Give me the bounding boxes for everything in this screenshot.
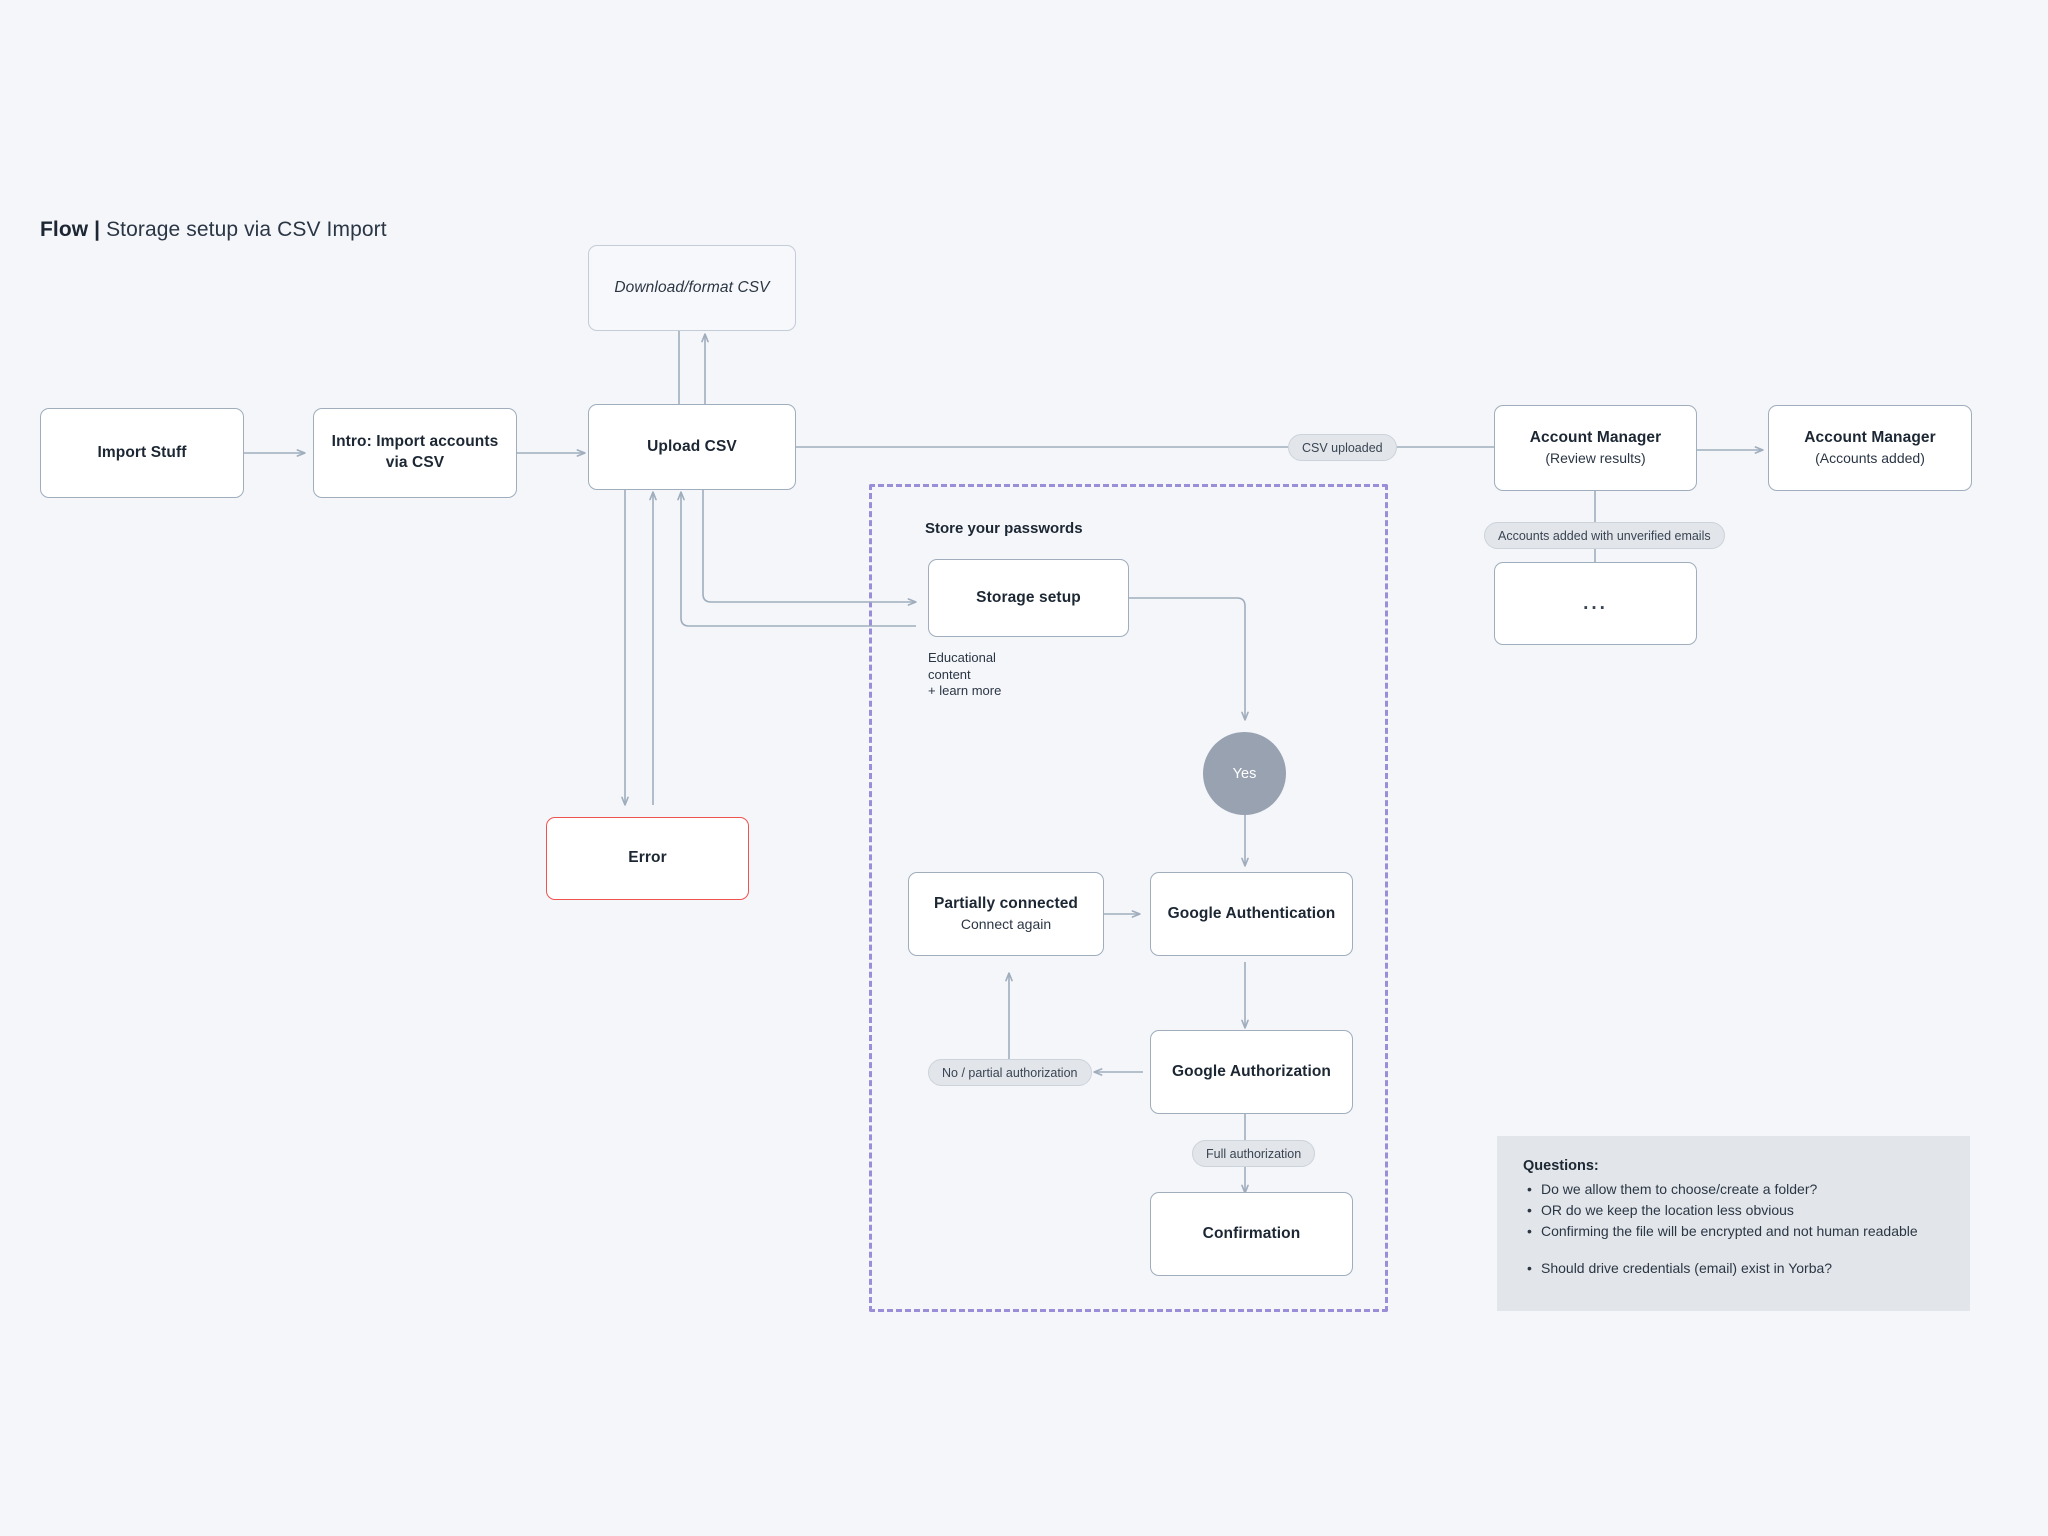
node-storage-setup-title: Storage setup bbox=[976, 588, 1081, 606]
node-upload-csv-title: Upload CSV bbox=[647, 437, 737, 455]
question-item: Should drive credentials (email) exist i… bbox=[1527, 1258, 1944, 1279]
node-google-authentication-title: Google Authentication bbox=[1167, 904, 1336, 922]
node-partially-connected-title: Partially connected bbox=[933, 895, 1079, 913]
storage-setup-caption: Educational content + learn more bbox=[928, 650, 1002, 699]
node-account-manager-added-title: Account Manager bbox=[1804, 429, 1936, 447]
node-storage-setup[interactable]: Storage setup bbox=[928, 559, 1129, 637]
node-download-format-csv[interactable]: Download/format CSV bbox=[588, 245, 796, 331]
node-intro-import-accounts[interactable]: Intro: Import accounts via CSV bbox=[313, 408, 517, 498]
node-account-manager-accounts-added[interactable]: Account Manager (Accounts added) bbox=[1768, 405, 1972, 491]
node-intro-line1: Intro: Import accounts bbox=[331, 433, 499, 451]
edge-storage-to-upload bbox=[677, 491, 916, 627]
page-title: Flow | Storage setup via CSV Import bbox=[40, 218, 387, 242]
node-intro-line2: via CSV bbox=[385, 454, 445, 471]
decision-yes-label: Yes bbox=[1232, 765, 1257, 782]
node-partially-connected-subtitle: Connect again bbox=[960, 916, 1052, 933]
questions-heading: Questions: bbox=[1523, 1158, 1599, 1174]
node-import-stuff-title: Import Stuff bbox=[97, 443, 187, 461]
pill-no-partial-authorization: No / partial authorization bbox=[928, 1059, 1092, 1086]
node-import-stuff[interactable]: Import Stuff bbox=[40, 408, 244, 498]
node-account-manager-review[interactable]: Account Manager (Review results) bbox=[1494, 405, 1697, 491]
node-confirmation-title: Confirmation bbox=[1202, 1224, 1301, 1242]
node-account-manager-review-subtitle: (Review results) bbox=[1545, 450, 1646, 467]
node-error-title: Error bbox=[628, 849, 667, 867]
questions-spacer bbox=[1541, 1242, 1944, 1258]
node-error[interactable]: Error bbox=[546, 817, 749, 900]
group-store-your-passwords bbox=[869, 484, 1388, 1312]
node-partially-connected[interactable]: Partially connected Connect again bbox=[908, 872, 1104, 956]
question-item: Do we allow them to choose/create a fold… bbox=[1527, 1179, 1944, 1200]
pill-full-authorization: Full authorization bbox=[1192, 1140, 1316, 1167]
node-ellipsis-next-steps[interactable]: ... bbox=[1494, 562, 1697, 645]
node-ellipsis-label: ... bbox=[1583, 592, 1608, 614]
questions-panel: Questions: Do we allow them to choose/cr… bbox=[1497, 1136, 1970, 1311]
edge-storage-to-yes bbox=[1129, 597, 1249, 721]
node-upload-csv[interactable]: Upload CSV bbox=[588, 404, 796, 490]
question-item: Confirming the file will be encrypted an… bbox=[1527, 1221, 1944, 1242]
question-item: OR do we keep the location less obvious bbox=[1527, 1200, 1944, 1221]
node-google-authorization[interactable]: Google Authorization bbox=[1150, 1030, 1353, 1114]
group-label-store-your-passwords: Store your passwords bbox=[925, 520, 1083, 537]
pill-csv-uploaded: CSV uploaded bbox=[1288, 434, 1397, 461]
node-google-authentication[interactable]: Google Authentication bbox=[1150, 872, 1353, 956]
questions-list: Do we allow them to choose/create a fold… bbox=[1523, 1179, 1944, 1279]
edge-upload-to-storage bbox=[702, 489, 917, 606]
node-confirmation[interactable]: Confirmation bbox=[1150, 1192, 1353, 1276]
node-account-manager-added-subtitle: (Accounts added) bbox=[1815, 450, 1925, 467]
page-title-prefix: Flow | bbox=[40, 218, 101, 241]
node-download-format-csv-title: Download/format CSV bbox=[614, 278, 770, 296]
pill-accounts-added-unverified: Accounts added with unverified emails bbox=[1484, 522, 1725, 549]
node-google-authorization-title: Google Authorization bbox=[1172, 1062, 1331, 1080]
node-account-manager-review-title: Account Manager bbox=[1529, 429, 1662, 447]
page-title-rest: Storage setup via CSV Import bbox=[100, 218, 387, 241]
decision-yes[interactable]: Yes bbox=[1203, 732, 1286, 815]
